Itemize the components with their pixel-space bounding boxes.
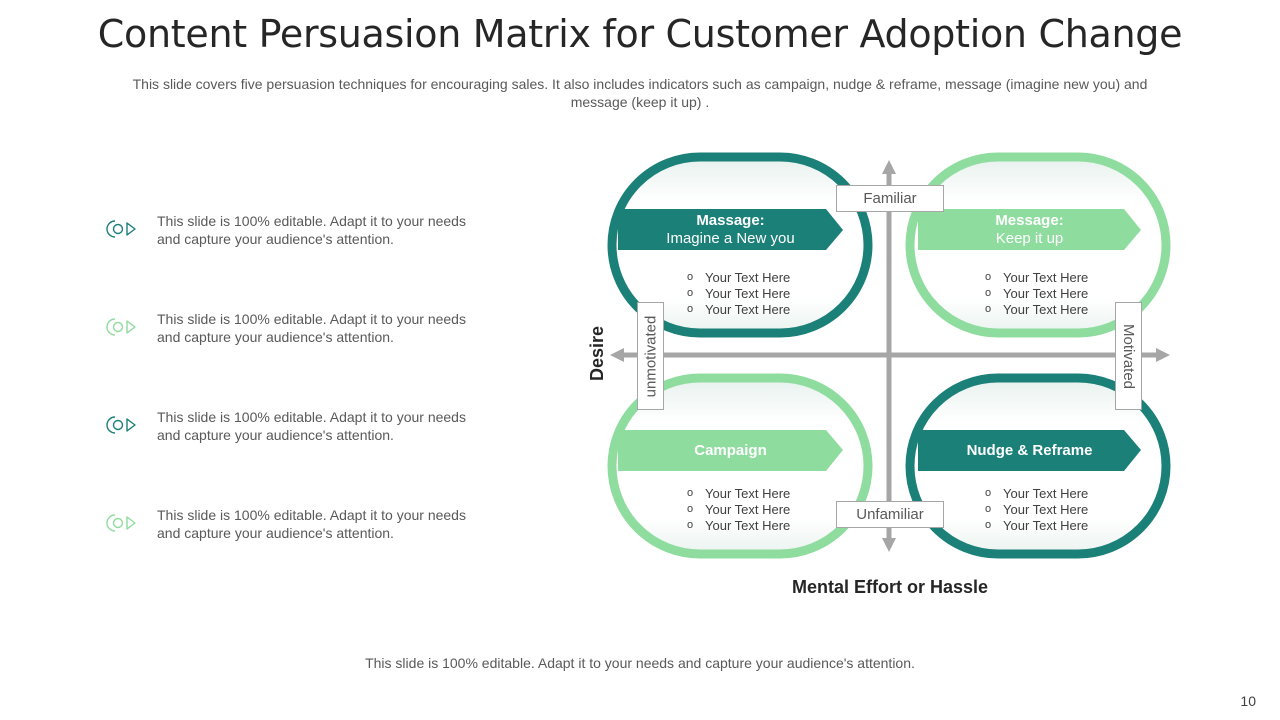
bullet-text: This slide is 100% editable. Adapt it to… — [157, 311, 466, 345]
tag-unmotivated: unmotivated — [637, 302, 664, 410]
bullet-list: This slide is 100% editable. Adapt it to… — [106, 212, 486, 604]
vertical-axis-arrow-up — [882, 160, 896, 174]
quadrant-title: Nudge & Reframe — [966, 442, 1093, 459]
y-axis-label: Desire — [587, 325, 608, 382]
quadrant-title: Message: — [995, 212, 1064, 229]
list-item: Your Text Here — [985, 501, 1125, 518]
target-arrow-icon — [106, 220, 136, 238]
quadrant-items-bottom-left: Your Text Here Your Text Here Your Text … — [687, 485, 827, 534]
quadrant-subtitle: Keep it up — [995, 230, 1064, 247]
quadrant-title: Campaign — [694, 442, 767, 459]
quadrant-items-top-right: Your Text Here Your Text Here Your Text … — [985, 269, 1125, 318]
target-arrow-icon — [106, 416, 136, 434]
bullet-item: This slide is 100% editable. Adapt it to… — [106, 212, 486, 310]
bullet-item: This slide is 100% editable. Adapt it to… — [106, 310, 486, 408]
x-axis-label: Mental Effort or Hassle — [791, 577, 989, 597]
list-item: Your Text Here — [687, 269, 827, 286]
quadrant-label-bottom-right: Nudge & Reframe — [918, 429, 1141, 473]
footer-text: This slide is 100% editable. Adapt it to… — [365, 655, 915, 671]
banner-bottom-left — [618, 430, 843, 471]
horizontal-axis-arrow-left — [610, 348, 624, 362]
target-arrow-icon — [106, 514, 136, 532]
quadrant-label-top-left: Massage: Imagine a New you — [618, 208, 843, 252]
vertical-axis-arrow-down — [882, 538, 896, 552]
banner-bottom-right — [918, 430, 1141, 471]
list-item: Your Text Here — [687, 285, 827, 302]
list-item: Your Text Here — [985, 301, 1125, 318]
quadrant-items-top-left: Your Text Here Your Text Here Your Text … — [687, 269, 827, 318]
quadrant-label-top-right: Message: Keep it up — [918, 208, 1141, 252]
list-item: Your Text Here — [687, 501, 827, 518]
page-number: 10 — [1240, 693, 1256, 709]
slide-title: Content Persuasion Matrix for Customer A… — [97, 12, 1183, 56]
list-item: Your Text Here — [687, 517, 827, 534]
list-item: Your Text Here — [687, 485, 827, 502]
banner-top-left — [618, 209, 843, 250]
quadrant-label-bottom-left: Campaign — [618, 429, 843, 473]
quadrant-subtitle: Imagine a New you — [666, 230, 795, 247]
banner-top-right — [918, 209, 1141, 250]
list-item: Your Text Here — [687, 301, 827, 318]
tag-familiar: Familiar — [836, 185, 944, 212]
bullet-text: This slide is 100% editable. Adapt it to… — [157, 213, 466, 247]
list-item: Your Text Here — [985, 285, 1125, 302]
list-item: Your Text Here — [985, 517, 1125, 534]
slide-subtitle: This slide covers five persuasion techni… — [132, 76, 1148, 110]
bullet-text: This slide is 100% editable. Adapt it to… — [157, 507, 466, 541]
bullet-item: This slide is 100% editable. Adapt it to… — [106, 506, 486, 604]
list-item: Your Text Here — [985, 269, 1125, 286]
list-item: Your Text Here — [985, 485, 1125, 502]
target-arrow-icon — [106, 318, 136, 336]
bullet-text: This slide is 100% editable. Adapt it to… — [157, 409, 466, 443]
horizontal-axis-arrow-right — [1156, 348, 1170, 362]
tag-motivated: Motivated — [1115, 302, 1142, 410]
quadrant-title: Massage: — [696, 212, 765, 229]
tag-unfamiliar: Unfamiliar — [836, 501, 944, 528]
quadrant-items-bottom-right: Your Text Here Your Text Here Your Text … — [985, 485, 1125, 534]
bullet-item: This slide is 100% editable. Adapt it to… — [106, 408, 486, 506]
